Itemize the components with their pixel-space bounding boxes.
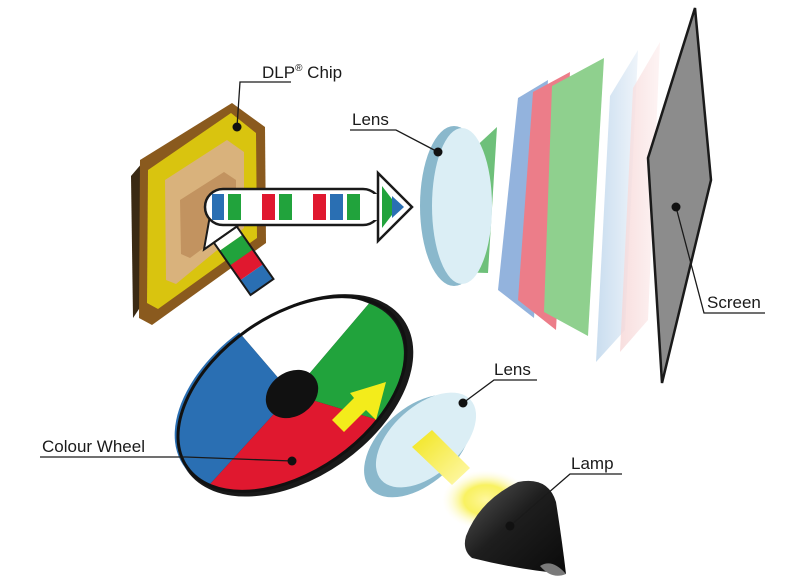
label-lens-top: Lens [352, 110, 389, 129]
screen [646, 7, 713, 384]
fade-plane-red [620, 42, 660, 352]
lamp-light-beam [412, 430, 470, 485]
label-screen: Screen [707, 293, 761, 312]
top-lens [420, 126, 492, 286]
output-beam-arrow [203, 169, 414, 245]
wheel-hub [265, 369, 319, 419]
label-lens-bottom: Lens [494, 360, 531, 379]
label-colour-wheel: Colour Wheel [42, 437, 145, 456]
fade-plane-blue [596, 50, 638, 362]
plane-green [544, 58, 604, 336]
projection-planes [452, 42, 660, 362]
wheel-segment-white [238, 297, 369, 394]
colour-wheel [174, 294, 414, 497]
yellow-arrow [332, 382, 386, 432]
lamp [464, 480, 566, 576]
label-lamp: Lamp [571, 454, 614, 473]
leader-lines [40, 81, 765, 531]
label-dlp-chip: DLP® Chip [262, 63, 342, 82]
